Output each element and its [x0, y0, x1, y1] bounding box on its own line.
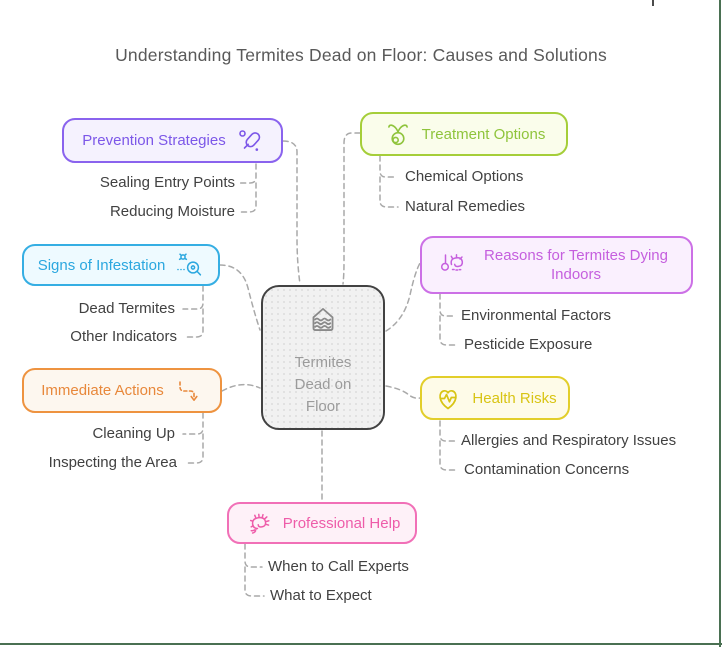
- sealant-roller-icon: [235, 127, 263, 155]
- leaf-what-to-expect[interactable]: What to Expect: [270, 587, 372, 604]
- link-pesticide: [439, 315, 459, 346]
- link-other-indicators: [184, 308, 204, 338]
- link-signs-center: [219, 264, 261, 331]
- leaf-contamination-concerns[interactable]: Contamination Concerns: [464, 461, 630, 478]
- leaf-cleaning-up[interactable]: Cleaning Up: [92, 425, 175, 442]
- leaf-other-indicators[interactable]: Other Indicators: [70, 328, 177, 345]
- centipede-icon: [244, 508, 274, 538]
- dead-bug-icon: [437, 250, 467, 280]
- link-contamination: [439, 440, 459, 471]
- leaf-allergies-respiratory[interactable]: Allergies and Respiratory Issues: [461, 432, 677, 449]
- leaf-inspecting-the-area[interactable]: Inspecting the Area: [48, 454, 177, 471]
- link-health-center: [385, 385, 421, 399]
- link-chemical: [379, 155, 398, 178]
- frame-border-bottom: [0, 643, 722, 645]
- node-label: Prevention Strategies: [82, 132, 226, 149]
- leaf-dead-termites[interactable]: Dead Termites: [78, 300, 175, 317]
- link-treatment-center: [342, 132, 361, 285]
- node-reasons-termites-dying-indoors[interactable]: Reasons for Termites Dying Indoors: [420, 236, 693, 294]
- link-when-to-call: [244, 543, 263, 568]
- link-dead-termites: [182, 285, 204, 310]
- bug-magnifier-icon: [174, 250, 204, 280]
- leaf-when-to-call-experts[interactable]: When to Call Experts: [268, 558, 409, 575]
- link-natural: [379, 176, 399, 208]
- frame-tick-mark: [652, 0, 654, 6]
- link-reducing: [239, 182, 257, 213]
- leaf-environmental-factors[interactable]: Environmental Factors: [461, 307, 612, 324]
- leaf-sealing-entry-points[interactable]: Sealing Entry Points: [99, 174, 235, 191]
- link-what-to-expect: [244, 566, 265, 597]
- leaf-reducing-moisture[interactable]: Reducing Moisture: [109, 203, 235, 220]
- node-health-risks[interactable]: Health Risks: [420, 376, 570, 420]
- node-label: Signs of Infestation: [37, 256, 166, 274]
- link-prevention-center: [282, 140, 301, 285]
- leaf-pesticide-exposure[interactable]: Pesticide Exposure: [464, 336, 593, 353]
- node-treatment-options[interactable]: Treatment Options: [360, 112, 568, 156]
- node-label: Professional Help: [282, 514, 401, 532]
- page-title: Understanding Termites Dead on Floor: Ca…: [115, 45, 607, 65]
- flooded-house-icon: [305, 302, 341, 343]
- leaf-natural-remedies[interactable]: Natural Remedies: [405, 198, 526, 215]
- center-node-termites-dead-on-floor[interactable]: Termites Dead on Floor: [261, 285, 385, 430]
- node-immediate-actions[interactable]: Immediate Actions: [22, 368, 222, 413]
- link-inspecting: [184, 433, 204, 464]
- link-environmental: [439, 293, 457, 317]
- frame-border-right: [719, 0, 721, 647]
- center-node-label: Termites Dead on Floor: [294, 354, 352, 415]
- node-label: Immediate Actions: [41, 382, 164, 399]
- node-label: Health Risks: [472, 389, 557, 407]
- node-signs-of-infestation[interactable]: Signs of Infestation: [22, 244, 220, 286]
- node-professional-help[interactable]: Professional Help: [227, 502, 417, 544]
- bug-icon: [383, 119, 413, 149]
- link-sealing: [238, 163, 257, 184]
- node-label: Reasons for Termites Dying Indoors: [484, 247, 668, 283]
- link-allergies: [439, 420, 457, 442]
- node-label: Treatment Options: [421, 125, 546, 143]
- heart-pulse-icon: [433, 383, 463, 413]
- node-prevention-strategies[interactable]: Prevention Strategies: [62, 118, 283, 163]
- link-reasons-center: [385, 262, 421, 332]
- leaf-chemical-options[interactable]: Chemical Options: [405, 168, 524, 185]
- link-cleaning: [182, 412, 204, 435]
- link-immediate-center: [221, 383, 261, 392]
- dashed-arrow-down-icon: [173, 376, 203, 406]
